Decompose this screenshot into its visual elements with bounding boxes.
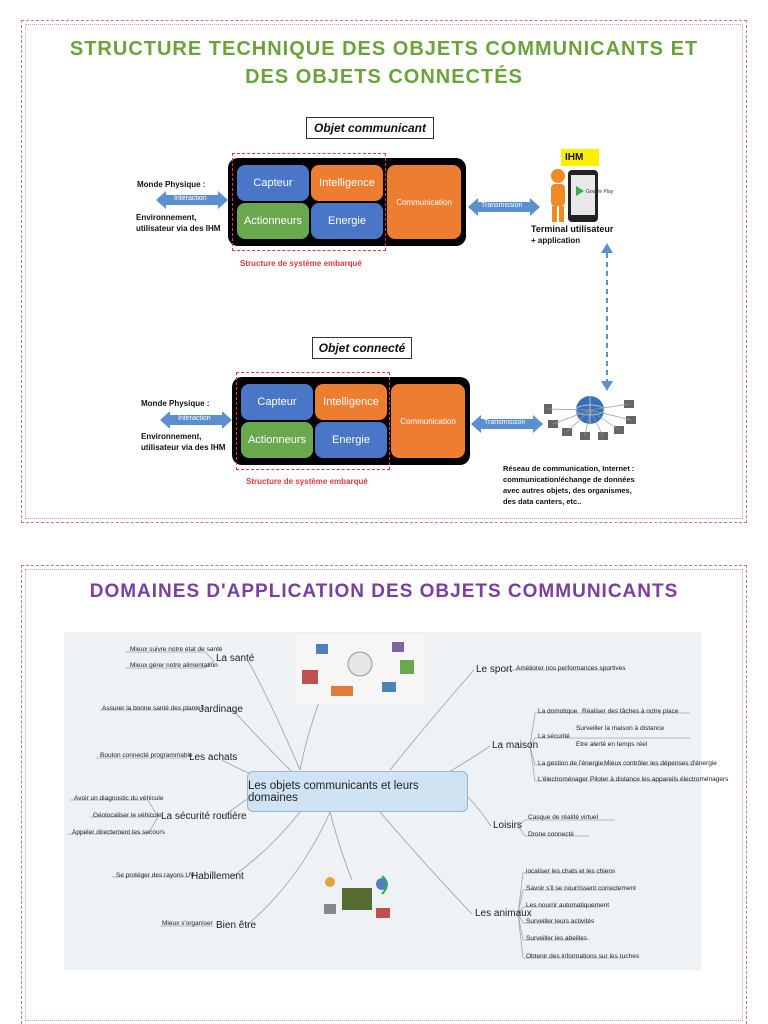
leaf-maison-3: La sécurité bbox=[538, 733, 570, 740]
leaf-maison-9: Piloter à distance les appareils électro… bbox=[590, 776, 729, 783]
leaf-jardinage-1: Assurer la bonne santé des plantes bbox=[102, 705, 204, 712]
leaf-loisirs-1: Casque de réalité virtuel bbox=[528, 814, 599, 821]
energie-box-bottom: Energie bbox=[315, 422, 387, 458]
ihm-badge: IHM bbox=[561, 149, 599, 166]
mindmap-center-node: Les objets communicants et leurs domaine… bbox=[247, 771, 468, 812]
node-les-achats: Les achats bbox=[189, 752, 238, 763]
terminal-label-line2: + application bbox=[531, 236, 581, 245]
monde-physique-top: Monde Physique : bbox=[137, 180, 206, 189]
node-la-sante: La santé bbox=[216, 653, 255, 664]
communication-box-bottom: Communication bbox=[391, 384, 465, 458]
leaf-animaux-2: Savoir s'il se nourrissent correctement bbox=[526, 885, 636, 892]
actionneurs-box-top: Actionneurs bbox=[237, 203, 309, 239]
objet-connecte-label: Objet connecté bbox=[312, 337, 412, 359]
environnement-label-top: Environnement, utilisateur via des IHM bbox=[136, 213, 221, 233]
interaction-label-bottom: Interaction bbox=[178, 415, 211, 422]
communication-box-top: Communication bbox=[387, 165, 461, 239]
leaf-sante-1: Mieux suivre notre état de santé bbox=[130, 646, 223, 653]
leaf-habillement-1: Se protéger des rayons UV bbox=[116, 872, 195, 879]
leaf-loisirs-2: Drone connecté bbox=[528, 831, 574, 838]
transmission-arrow-bottom bbox=[471, 415, 543, 433]
google-play-label: Google Play bbox=[586, 189, 614, 195]
intelligence-box-bottom: Intelligence bbox=[315, 384, 387, 420]
leaf-maison-8: L'électroménager bbox=[538, 776, 589, 783]
slide1-title-line2: DES OBJETS CONNECTÉS bbox=[245, 66, 523, 88]
node-loisirs: Loisirs bbox=[493, 820, 522, 831]
leaf-maison-1: La domotique bbox=[538, 708, 578, 715]
node-bien-etre: Bien être bbox=[216, 920, 257, 931]
slide2-frame bbox=[21, 565, 747, 1024]
leaf-maison-2: Réaliser des tâches à notre place bbox=[582, 708, 679, 715]
leaf-maison-4: Surveiller la maison à distance bbox=[576, 725, 665, 732]
transmission-label-top: Transmission bbox=[481, 202, 523, 209]
leaf-achats-1: Bouton connecté programmable bbox=[100, 752, 193, 759]
capteur-box-top: Capteur bbox=[237, 165, 309, 201]
network-globe-icon bbox=[544, 396, 636, 440]
leaf-maison-7: Mieux contrôler les dépenses d'énergie bbox=[604, 760, 717, 767]
embedded-structure-dashed-bottom bbox=[236, 372, 390, 470]
leaf-animaux-6: Obtenir des informations sur les ruches bbox=[526, 953, 640, 960]
monde-physique-bottom: Monde Physique : bbox=[141, 399, 210, 408]
energie-box-top: Energie bbox=[311, 203, 383, 239]
interaction-arrow-bottom bbox=[160, 411, 232, 429]
environnement-label-bottom: Environnement, utilisateur via des IHM bbox=[141, 432, 226, 452]
node-le-sport: Le sport bbox=[476, 664, 513, 675]
embedded-structure-dashed-top bbox=[232, 153, 386, 251]
leaf-animaux-1: localiser les chats et les chiens bbox=[526, 868, 616, 875]
iot-illustration-top bbox=[296, 634, 424, 704]
node-jardinage: Jardinage bbox=[199, 704, 243, 715]
intelligence-box-top: Intelligence bbox=[311, 165, 383, 201]
leaf-animaux-5: Surveiller les abeilles. bbox=[526, 935, 589, 942]
user-smartphone-icon bbox=[551, 169, 598, 222]
leaf-animaux-3: Les nourrir automatiquement bbox=[526, 902, 610, 909]
leaf-securite-1: Avoir un diagnostic du véhicule bbox=[74, 795, 164, 802]
structure-label-bottom: Structure de système embarqué bbox=[246, 477, 368, 486]
vertical-dashed-link bbox=[601, 243, 613, 391]
network-description: Réseau de communication, Internet : comm… bbox=[503, 464, 635, 506]
capteur-box-bottom: Capteur bbox=[241, 384, 313, 420]
leaf-securite-2: Géolocaliser le véhicule bbox=[93, 812, 162, 819]
node-la-maison: La maison bbox=[492, 740, 539, 751]
terminal-label-line1: Terminal utilisateur bbox=[531, 224, 614, 234]
slide1-frame bbox=[21, 20, 747, 523]
structure-label-top: Structure de système embarqué bbox=[240, 259, 362, 268]
leaf-maison-6: La gestion de l'énergie bbox=[538, 760, 604, 767]
leaf-animaux-4: Surveiller leurs activités bbox=[526, 918, 595, 925]
objet-communicant-label: Objet communicant bbox=[306, 117, 434, 139]
transmission-arrow-top bbox=[468, 198, 540, 216]
iot-illustration-bottom bbox=[324, 875, 390, 918]
node-les-animaux: Les animaux bbox=[475, 908, 532, 919]
interaction-arrow-top bbox=[156, 191, 228, 209]
slide2-title: DOMAINES D'APPLICATION DES OBJETS COMMUN… bbox=[89, 581, 679, 602]
slide1-title-line1: STRUCTURE TECHNIQUE DES OBJETS COMMUNICA… bbox=[69, 38, 699, 60]
node-habillement: Habillement bbox=[191, 871, 244, 882]
leaf-bien-etre-1: Mieux s'organiser bbox=[162, 920, 213, 927]
actionneurs-box-bottom: Actionneurs bbox=[241, 422, 313, 458]
node-securite-routiere: La sécurité routière bbox=[161, 811, 247, 822]
leaf-sante-2: Mieux gérer notre alimentation bbox=[130, 662, 218, 669]
leaf-securite-3: Appeler directement les secours bbox=[72, 829, 165, 836]
leaf-maison-5: Etre alerté en temps réel bbox=[576, 741, 648, 748]
leaf-sport-1: Améliorer nos performances sportives bbox=[516, 665, 626, 672]
transmission-label-bottom: Transmission bbox=[484, 419, 526, 426]
interaction-label-top: Interaction bbox=[174, 195, 207, 202]
